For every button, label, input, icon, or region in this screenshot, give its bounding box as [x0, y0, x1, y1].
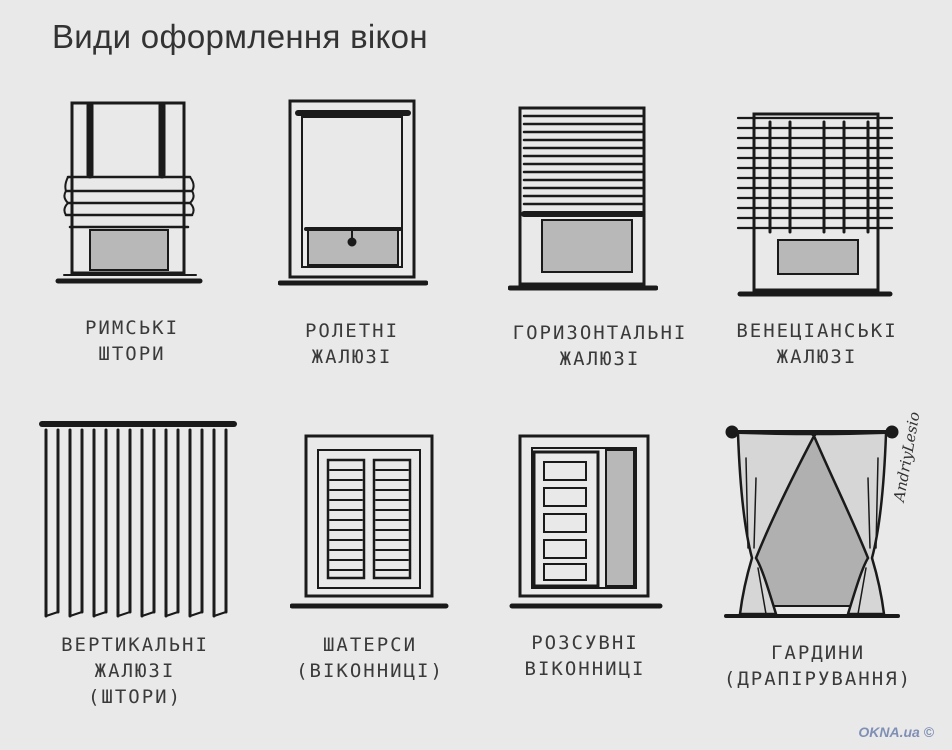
shutters-illustration	[290, 434, 449, 609]
horizontal-blinds-illustration	[508, 106, 658, 291]
curtains-drapery-illustration	[724, 425, 900, 618]
roller-blinds-illustration	[278, 99, 428, 286]
page-title: Види оформлення вікон	[52, 18, 428, 55]
label-shutters: ШАТЕРСИ(ВІКОННИЦІ)	[296, 634, 444, 682]
sliding-shutters-illustration	[509, 434, 663, 609]
venetian-blinds-illustration	[736, 112, 894, 297]
roman-shades-illustration	[55, 101, 203, 284]
vertical-blinds-illustration	[39, 421, 237, 618]
label-curtains-drapery: ГАРДИНИ(ДРАПІРУВАННЯ)	[723, 642, 913, 690]
watermark: OKNA.ua ©	[858, 724, 934, 740]
